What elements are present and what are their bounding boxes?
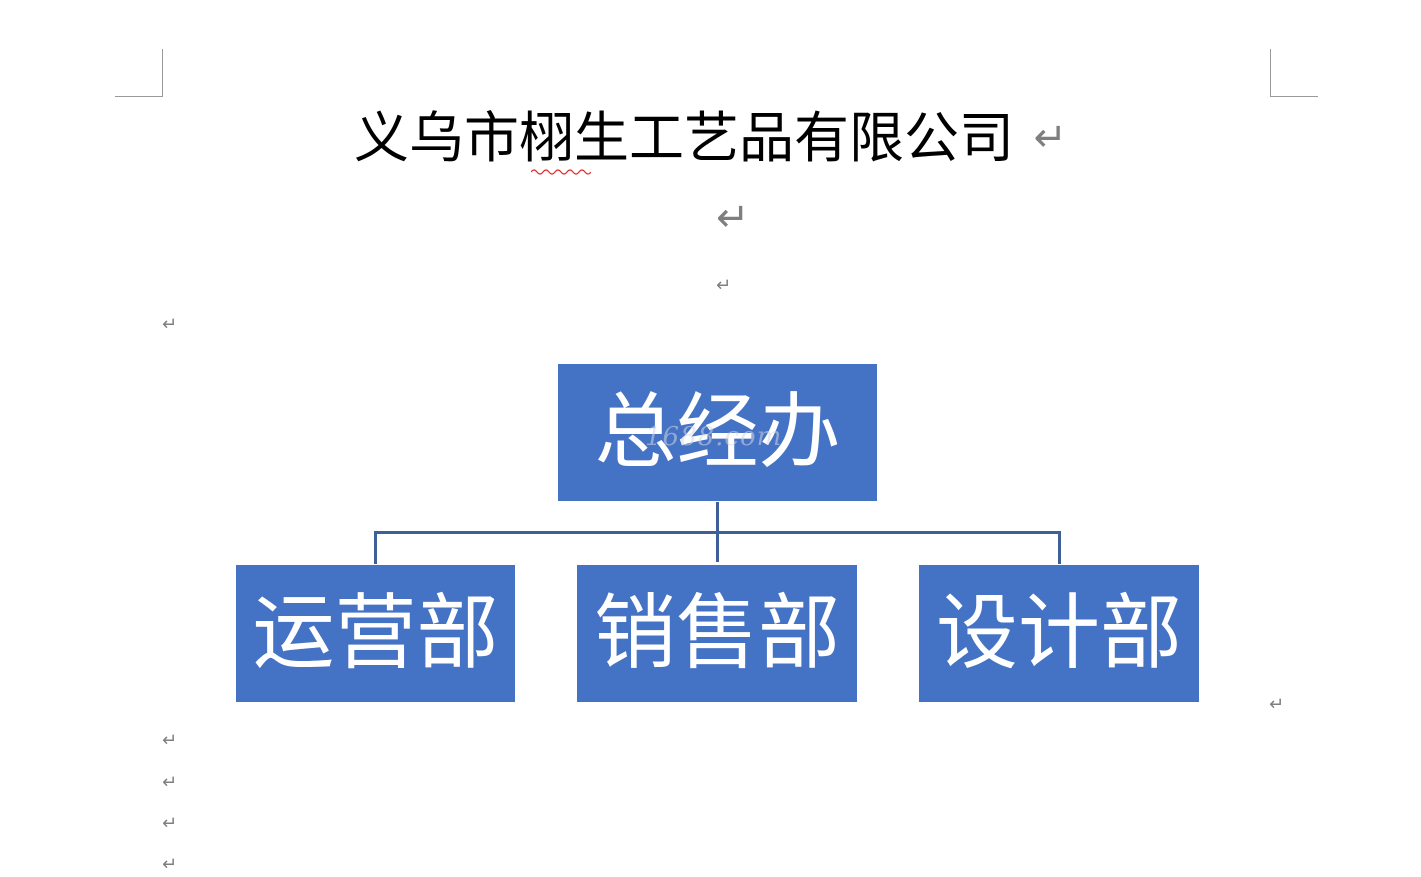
org-box-sales[interactable]: 销售部: [577, 565, 857, 702]
org-box-general-office[interactable]: 总经办: [558, 364, 877, 501]
org-box-label: 总经办: [594, 384, 841, 480]
page-corner-mark-top-left: [115, 49, 163, 97]
paragraph-mark-icon: ↵: [716, 275, 732, 296]
org-connector-left: [374, 531, 377, 564]
document-title-line[interactable]: 义乌市栩生工艺品有限公司 ↵: [0, 100, 1421, 176]
org-box-label: 销售部: [593, 585, 840, 681]
paragraph-mark-icon: ↵: [716, 195, 750, 241]
org-box-design[interactable]: 设计部: [919, 565, 1199, 702]
paragraph-mark-icon: ↵: [1269, 694, 1285, 715]
org-connector-right: [1058, 531, 1061, 564]
document-title[interactable]: 义乌市栩生工艺品有限公司: [353, 106, 1014, 170]
page-corner-mark-top-right: [1270, 49, 1318, 97]
paragraph-mark-icon: ↵: [162, 730, 178, 751]
watermark: 1688.com: [645, 422, 783, 452]
paragraph-mark-icon: ↵: [162, 854, 178, 875]
org-box-label: 运营部: [252, 585, 499, 681]
paragraph-mark-icon: ↵: [162, 772, 178, 793]
paragraph-mark-icon: ↵: [1033, 115, 1067, 161]
org-connector-horizontal: [374, 531, 1061, 534]
paragraph-mark-icon: ↵: [162, 314, 178, 335]
document-title-wrapper: 义乌市栩生工艺品有限公司: [353, 106, 1032, 175]
org-box-operations[interactable]: 运营部: [236, 565, 515, 702]
paragraph-mark-icon: ↵: [162, 813, 178, 834]
org-box-label: 设计部: [935, 585, 1182, 681]
spellcheck-underline[interactable]: [530, 168, 591, 176]
